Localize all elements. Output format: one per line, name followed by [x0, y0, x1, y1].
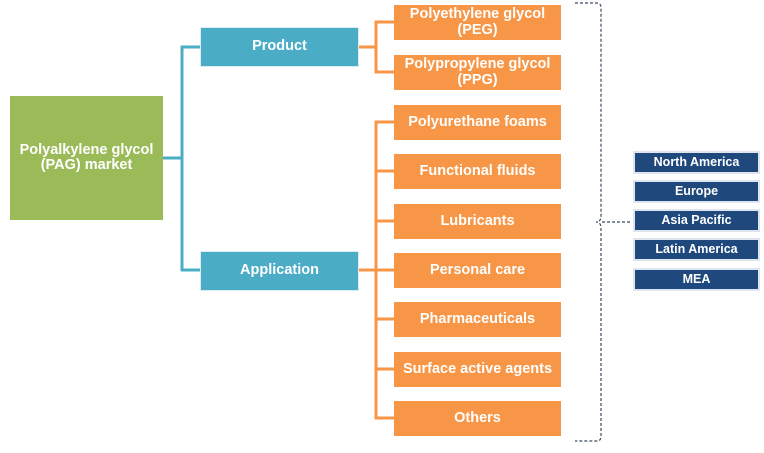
- region-label: MEA: [682, 271, 711, 286]
- root-label: Polyalkylene glycol (PAG) market: [19, 141, 154, 173]
- region-label: Asia Pacific: [661, 212, 732, 227]
- region-europe: Europe: [633, 180, 760, 203]
- root-node: Polyalkylene glycol (PAG) market: [10, 96, 163, 220]
- product-item-ppg: Polypropylene glycol (PPG): [394, 55, 561, 90]
- subcategory-label: Personal care: [429, 261, 526, 278]
- subcategory-label: Others: [454, 409, 501, 426]
- subcategory-label: Polyurethane foams: [408, 113, 547, 130]
- category-application: Application: [200, 251, 359, 291]
- region-label: North America: [653, 154, 740, 169]
- subcategory-label: Polypropylene glycol (PPG): [404, 56, 551, 88]
- region-latin-america: Latin America: [633, 238, 760, 261]
- application-item-pharmaceuticals: Pharmaceuticals: [394, 302, 561, 337]
- category-label: Application: [240, 262, 319, 279]
- region-bracket: [575, 2, 602, 442]
- category-label: Product: [252, 38, 307, 55]
- region-north-america: North America: [633, 151, 760, 174]
- subcategory-label: Polyethylene glycol (PEG): [409, 6, 546, 38]
- product-item-peg: Polyethylene glycol (PEG): [394, 5, 561, 40]
- category-product: Product: [200, 27, 359, 67]
- application-item-personal-care: Personal care: [394, 253, 561, 288]
- region-mea: MEA: [633, 268, 760, 291]
- region-asia-pacific: Asia Pacific: [633, 209, 760, 232]
- subcategory-label: Surface active agents: [402, 360, 553, 377]
- application-item-lubricants: Lubricants: [394, 204, 561, 239]
- subcategory-label: Pharmaceuticals: [419, 310, 536, 327]
- application-item-functional-fluids: Functional fluids: [394, 154, 561, 189]
- region-label: Europe: [674, 183, 719, 198]
- application-item-surface-active-agents: Surface active agents: [394, 352, 561, 387]
- subcategory-label: Functional fluids: [419, 162, 536, 179]
- application-item-others: Others: [394, 401, 561, 436]
- region-label: Latin America: [655, 241, 738, 256]
- subcategory-label: Lubricants: [440, 212, 515, 229]
- application-item-polyurethane-foams: Polyurethane foams: [394, 105, 561, 140]
